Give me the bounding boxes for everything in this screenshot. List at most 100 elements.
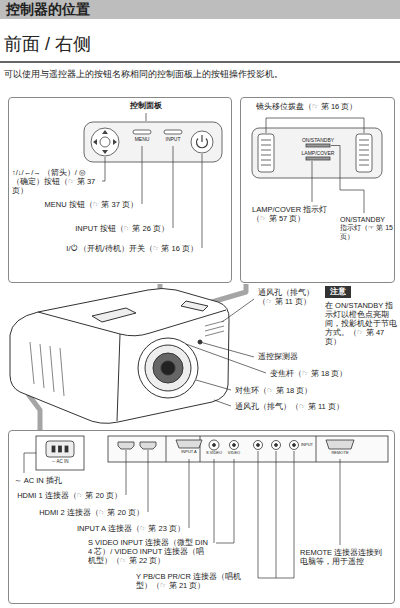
callout: 通风孔（排气）（☞ 第 11 页） bbox=[258, 288, 320, 306]
art-path bbox=[266, 118, 364, 133]
callout: 对焦环（☞ 第 18 页） bbox=[235, 386, 312, 395]
lens-panel-drawing bbox=[252, 128, 382, 178]
art-rect bbox=[252, 128, 382, 178]
art-rect bbox=[356, 134, 372, 172]
port-label-slot: INPUT A bbox=[181, 450, 197, 455]
art-path bbox=[146, 113, 147, 121]
art-rect bbox=[258, 134, 274, 172]
art-path bbox=[10, 289, 229, 424]
art-path bbox=[205, 321, 224, 336]
callout-slot: 通风孔（排气）（☞ 第 11 页） bbox=[235, 402, 344, 411]
art-circle bbox=[209, 440, 219, 450]
art-circle bbox=[100, 137, 110, 147]
rear-panel-drawing bbox=[36, 436, 388, 470]
callout: ON/STANDBY 指示灯（☞ 第 15 页） bbox=[340, 216, 393, 241]
page-title: 前面 / 右侧 bbox=[4, 34, 91, 56]
port-label: INPUT bbox=[301, 443, 313, 448]
art-path bbox=[200, 342, 254, 357]
art-path bbox=[140, 442, 156, 449]
callout: INPUT 按钮（☞ 第 26 页） bbox=[75, 224, 169, 233]
art-polygon bbox=[181, 301, 208, 311]
indicator-label-slot: ON/STANDBY bbox=[302, 137, 334, 143]
art-path bbox=[340, 459, 341, 545]
port-label: ～AC IN bbox=[51, 459, 68, 464]
callout-slot: I/⏻ （开机/待机）开关（☞ 第 16 页） bbox=[66, 244, 198, 253]
callout: ↑/↓/←/→ （箭头）/ ◎ （确定）按钮（☞ 第 37 页） bbox=[12, 168, 98, 195]
note-heading-slot: 注意 bbox=[325, 286, 351, 298]
art-path bbox=[222, 299, 254, 322]
art-path bbox=[166, 436, 316, 462]
art-rect bbox=[46, 441, 74, 457]
panel-heading-slot: 控制面板 bbox=[130, 101, 162, 111]
art-polygon bbox=[92, 308, 136, 322]
art-path bbox=[202, 154, 203, 248]
callout: MENU 按钮（☞ 第 37 页） bbox=[45, 200, 138, 209]
button-label-slot: MENU bbox=[135, 136, 150, 142]
callout-slot: MENU 按钮（☞ 第 37 页） bbox=[45, 200, 138, 209]
callout-slot: HDMI 2 连接器（☞ 第 20 页） bbox=[39, 508, 144, 517]
port-label-slot: REMOTE bbox=[331, 451, 348, 456]
art-path bbox=[102, 157, 105, 181]
callout-slot: INPUT A 连接器（☞ 第 23 页） bbox=[77, 524, 185, 533]
panel-frame: 控制面板 ↑/↓/←/→ （箭头）/ ◎ （确定）按钮（☞ 第 37 页） MENU… bbox=[8, 97, 232, 283]
panel-heading: 控制面板 bbox=[130, 101, 162, 111]
control-panel-drawing bbox=[84, 122, 222, 162]
intro-text-slot: 可以使用与遥控器上的按钮名称相同的控制面板上的按钮操作投影机。 bbox=[4, 69, 283, 79]
art-path bbox=[189, 459, 190, 528]
note-text-slot: 在 ON/STANDBY 指示灯以橙色点亮期间，投影机处于节电方式。（☞ 第 4… bbox=[325, 301, 397, 346]
intro-text: 可以使用与遥控器上的按钮名称相同的控制面板上的按钮操作投影机。 bbox=[4, 69, 283, 79]
art-circle bbox=[230, 441, 239, 450]
callout: 遥控探测器 bbox=[258, 352, 298, 361]
section-header: 控制器的位置 bbox=[6, 1, 90, 18]
art-path bbox=[118, 442, 134, 449]
projector bbox=[10, 289, 229, 424]
header-bar bbox=[0, 0, 400, 19]
art-path bbox=[312, 161, 313, 202]
callout: S VIDEO INPUT 连接器（微型 DIN 4 芯）/ VIDEO INP… bbox=[88, 538, 210, 565]
art-path bbox=[126, 450, 127, 495]
button-label: MENU bbox=[135, 136, 150, 142]
art-circle bbox=[272, 441, 281, 450]
indicator-label: LAMP/COVER bbox=[302, 150, 335, 156]
art-path bbox=[261, 140, 271, 165]
art-circle bbox=[254, 441, 263, 450]
art-path bbox=[258, 451, 294, 578]
callout-slot: ON/STANDBY 指示灯（☞ 第 15 页） bbox=[340, 216, 393, 241]
art-rect bbox=[108, 436, 388, 462]
art-circle bbox=[213, 444, 216, 447]
callout: 通风孔（排气）（☞ 第 11 页） bbox=[235, 402, 344, 411]
indicator-label-slot: LAMP/COVER bbox=[302, 150, 335, 156]
art-path bbox=[359, 140, 369, 165]
indicator-label: ON/STANDBY bbox=[302, 137, 334, 143]
callout-slot: 变焦杆（☞ 第 18 页） bbox=[270, 369, 347, 378]
panel-frame: 镜头移位拨盘（☞ 第 16 页） LAMP/COVER 指示灯（☞ 第 57 页）… bbox=[240, 97, 395, 283]
button-label-slot: INPUT bbox=[166, 136, 181, 142]
panel-frame: ～ AC IN 插孔 HDMI 1 连接器（☞ 第 20 页） HDMI 2 连接器… bbox=[8, 430, 395, 604]
callout-slot: 通风孔（排气）（☞ 第 11 页） bbox=[258, 288, 320, 306]
art-path bbox=[30, 342, 64, 396]
callout-slot: HDMI 1 连接器（☞ 第 20 页） bbox=[17, 491, 122, 500]
art-circle bbox=[290, 441, 299, 450]
callout: 变焦杆（☞ 第 18 页） bbox=[270, 369, 347, 378]
art-circle bbox=[257, 444, 260, 447]
port-label-slot: VIDEO bbox=[228, 451, 240, 456]
art-rect bbox=[306, 144, 330, 147]
art-circle bbox=[138, 338, 198, 398]
callout-slot: ～ AC IN 插孔 bbox=[14, 476, 62, 485]
art-rect bbox=[84, 122, 222, 162]
art-path bbox=[24, 453, 36, 473]
callout: REMOTE 连接器连接到电脑等，用于遥控 bbox=[300, 548, 388, 566]
art-rect bbox=[306, 157, 330, 160]
port-label: VIDEO bbox=[228, 451, 240, 456]
art-rect bbox=[164, 130, 182, 134]
callout-slot: 镜头移位拨盘（☞ 第 16 页） bbox=[256, 102, 357, 111]
callout-slot: 遥控探测器 bbox=[258, 352, 298, 361]
callout: HDMI 1 连接器（☞ 第 20 页） bbox=[17, 491, 122, 500]
callout-slot: REMOTE 连接器连接到电脑等，用于遥控 bbox=[300, 548, 388, 566]
art-circle bbox=[191, 131, 213, 153]
callout-slot: S VIDEO INPUT 连接器（微型 DIN 4 芯）/ VIDEO INP… bbox=[88, 538, 210, 565]
callout: LAMP/COVER 指示灯（☞ 第 57 页） bbox=[252, 205, 336, 223]
callout-slot: INPUT 按钮（☞ 第 26 页） bbox=[75, 224, 169, 233]
note-text: 在 ON/STANDBY 指示灯以橙色点亮期间，投影机处于节电方式。（☞ 第 4… bbox=[325, 301, 397, 346]
